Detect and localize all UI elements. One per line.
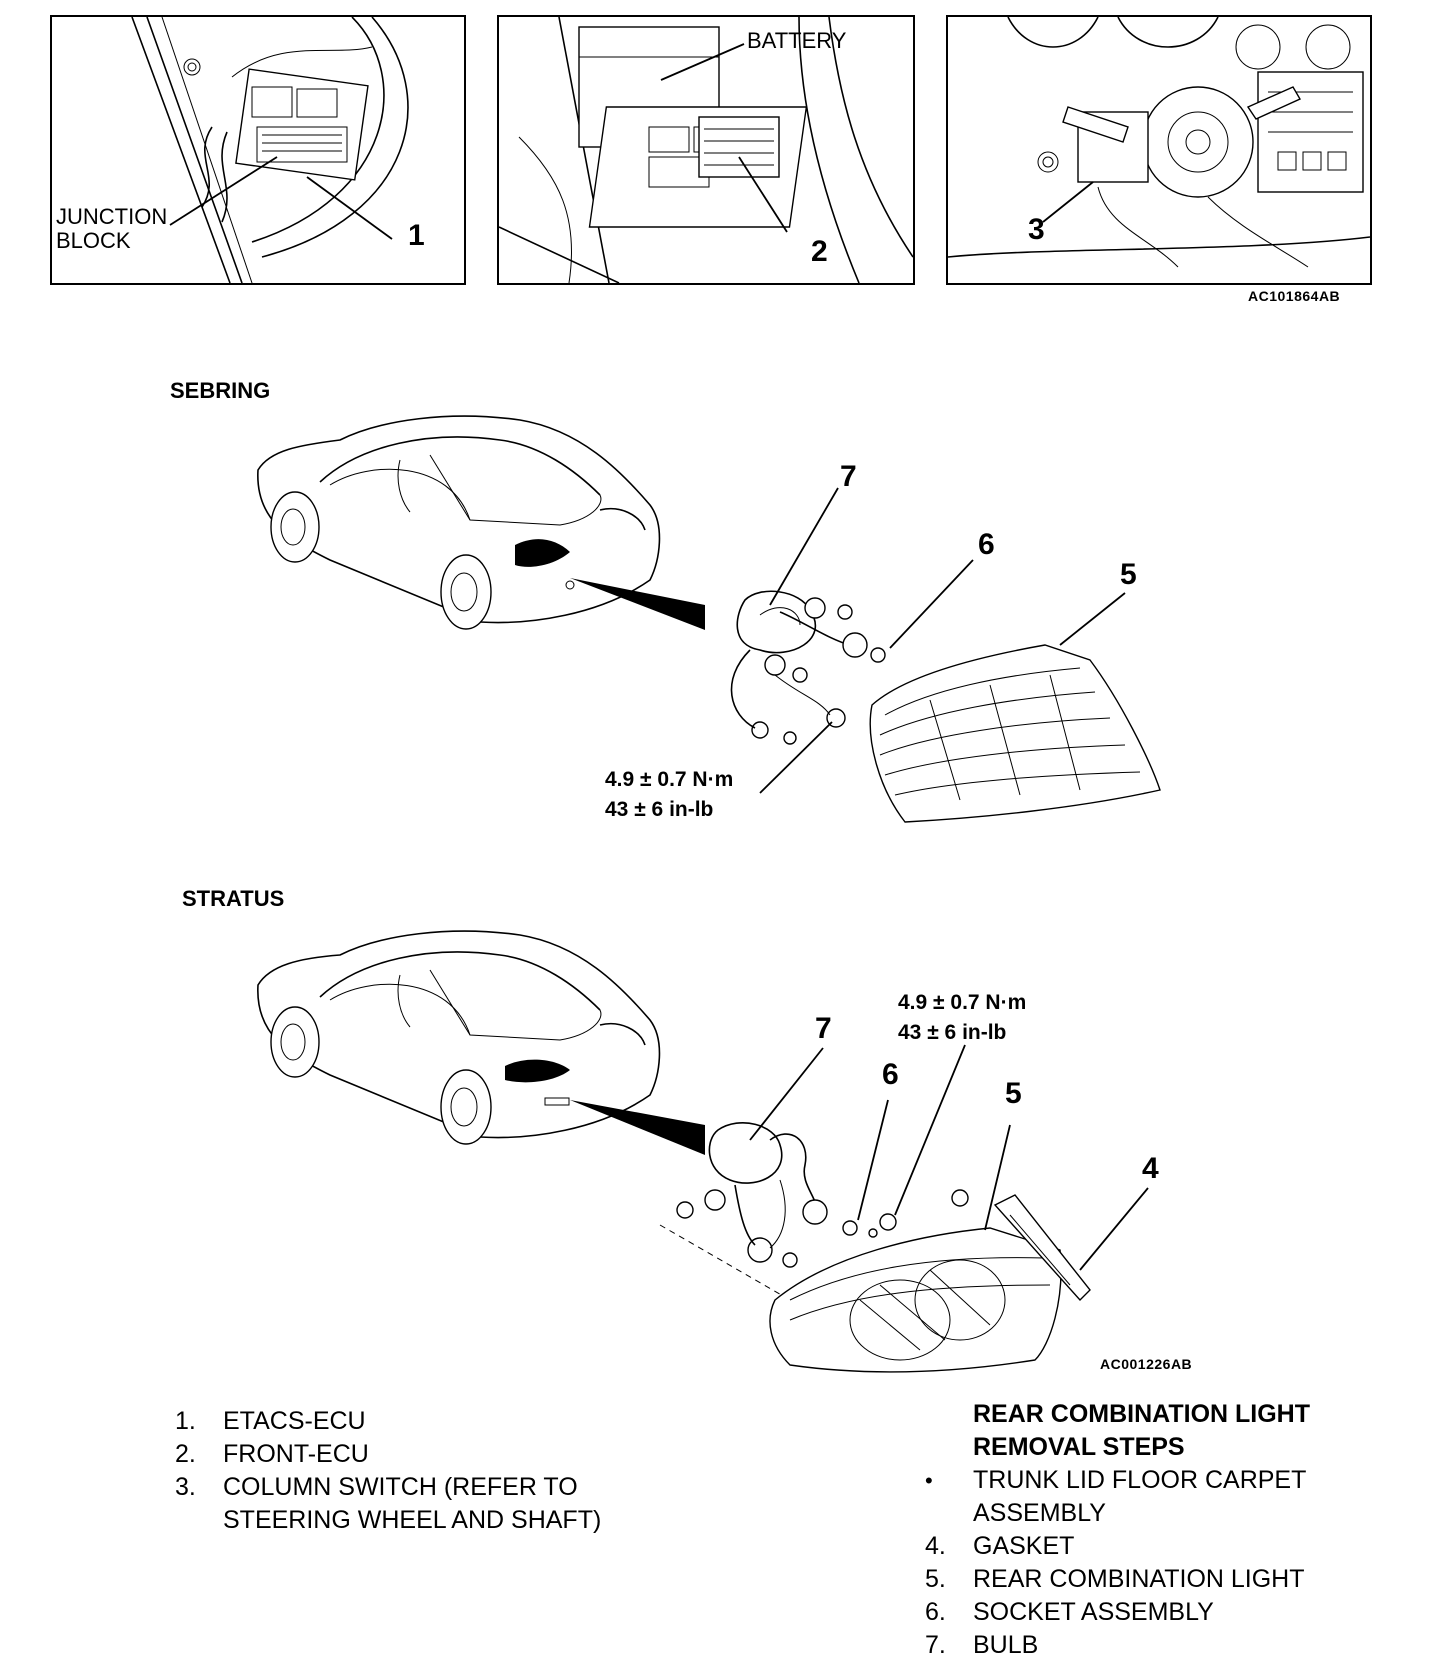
callout-2: 2 [811,235,828,268]
stratus-callout-4: 4 [1142,1152,1159,1185]
column-switch-panel: 3 [946,15,1372,285]
column-switch-illustration [948,17,1370,268]
sebring-title: SEBRING [170,378,271,403]
legend-item: 1. ETACS-ECU [175,1407,366,1435]
callout-1: 1 [408,219,425,252]
removal-steps-title: REAR COMBINATION LIGHT [973,1400,1311,1428]
legend-item: 2. FRONT-ECU [175,1440,369,1468]
step-item: 4. GASKET [925,1532,1075,1560]
figure-code-bottom: AC001226AB [1100,1356,1193,1372]
stratus-title: STRATUS [182,886,285,911]
junction-block-panel: JUNCTION BLOCK 1 [50,15,466,285]
stratus-torque-spec: 4.9 ± 0.7 N·m 43 ± 6 in-lb [898,991,1027,1044]
components-legend: 1. ETACS-ECU 2. FRONT-ECU 3. COLUMN SWIT… [175,1405,645,1537]
stratus-callout-7: 7 [815,1012,832,1045]
callout-3: 3 [1028,213,1045,246]
stratus-callout-6: 6 [882,1058,899,1091]
step-item: 5. REAR COMBINATION LIGHT [925,1565,1305,1593]
step-item: • TRUNK LID FLOOR CARPET ASSEMBLY [925,1466,1306,1527]
figure-code-top: AC101864AB [1248,288,1341,304]
sebring-callout-7: 7 [840,460,857,493]
junction-block-illustration [131,17,409,283]
junction-block-label: JUNCTION BLOCK [56,204,168,253]
step-item: 6. SOCKET ASSEMBLY [925,1598,1214,1626]
battery-front-ecu-panel: BATTERY 2 [497,15,915,285]
removal-steps: REAR COMBINATION LIGHT REMOVAL STEPS • T… [925,1398,1365,1662]
sebring-torque-spec: 4.9 ± 0.7 N·m 43 ± 6 in-lb [605,768,734,821]
battery-label: BATTERY [747,28,847,53]
removal-steps-subtitle: REMOVAL STEPS [973,1433,1185,1461]
stratus-callout-5: 5 [1005,1077,1022,1110]
step-item: 7. BULB [925,1631,1039,1659]
legend-item: 3. COLUMN SWITCH (REFER TO STEERING WHEE… [175,1473,602,1534]
sebring-callout-5: 5 [1120,558,1137,591]
battery-front-ecu-illustration [499,17,913,283]
sebring-callout-6: 6 [978,528,995,561]
